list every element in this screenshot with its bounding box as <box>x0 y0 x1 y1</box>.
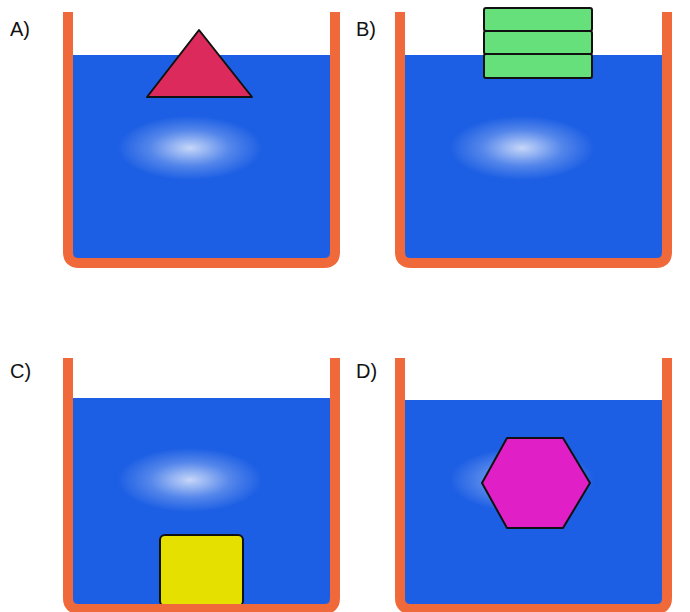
container-a <box>68 12 335 263</box>
container-wall <box>400 358 667 609</box>
water <box>72 398 331 606</box>
water-glow <box>450 116 594 180</box>
triangle-object <box>147 30 252 97</box>
panel-label: B) <box>356 18 376 40</box>
container-wall <box>68 358 335 609</box>
cube-object <box>160 535 243 606</box>
hexagon-object <box>482 438 590 528</box>
panel-label: A) <box>10 18 30 40</box>
container-b <box>400 8 667 263</box>
container-c <box>68 358 335 609</box>
water-glow <box>118 448 262 512</box>
panel-label: D) <box>356 360 377 382</box>
stacked-slab <box>484 31 592 54</box>
panel-label: C) <box>10 360 31 382</box>
stacked-slab <box>484 8 592 31</box>
stacked-slab <box>484 54 592 78</box>
container-d <box>400 358 667 609</box>
water-glow <box>118 116 262 180</box>
container-wall <box>68 12 335 263</box>
water <box>404 55 663 260</box>
water <box>404 400 663 606</box>
container-wall <box>400 12 667 263</box>
